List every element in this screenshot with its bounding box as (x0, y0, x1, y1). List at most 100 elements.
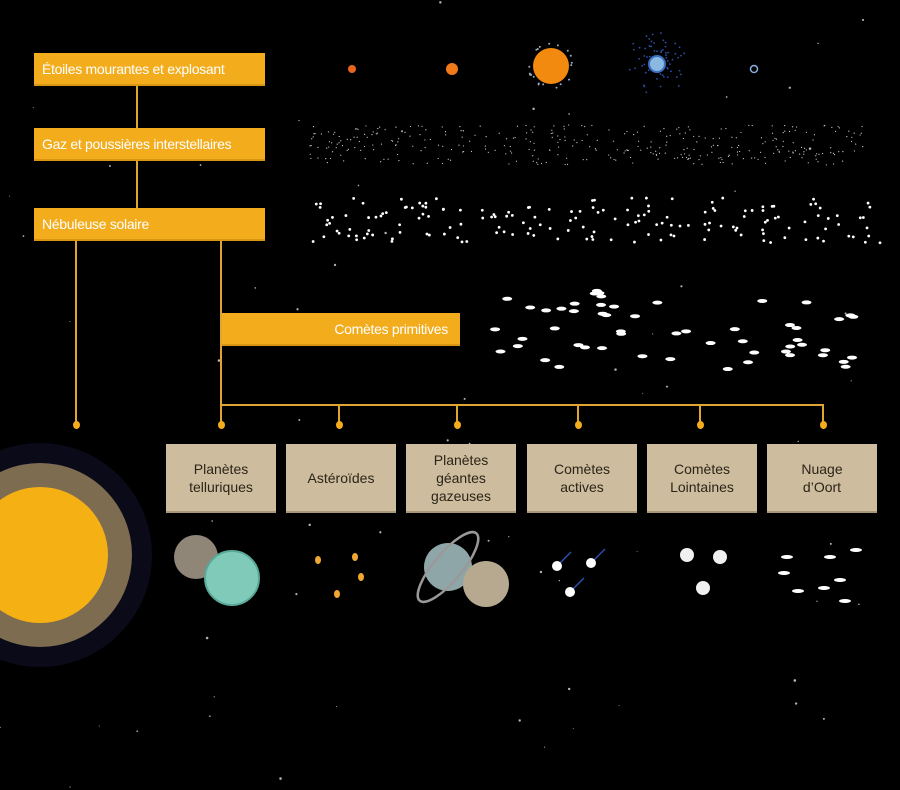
nebula-particle (662, 39, 665, 42)
nebula-grain (344, 214, 348, 217)
nebula-grain (495, 231, 499, 235)
nebula-grain (448, 226, 452, 229)
dust-particle (830, 147, 832, 149)
dust-particle (346, 149, 348, 152)
primitive-comet (568, 309, 579, 314)
dust-particle (623, 152, 625, 154)
dust-particle (514, 137, 516, 139)
nebula-grain (777, 215, 780, 219)
dust-particle (689, 157, 691, 159)
primitive-comet (785, 344, 796, 349)
oort-cloud-object (778, 571, 790, 575)
dust-particle (658, 152, 661, 155)
primitive-comet (637, 354, 648, 359)
dust-particle (460, 130, 462, 132)
nebula-grain (574, 216, 578, 220)
primitive-comet (609, 304, 620, 309)
dust-particle (789, 156, 791, 159)
nebula-grain (647, 204, 650, 208)
primitive-comet (549, 326, 560, 331)
dust-particle (532, 155, 534, 157)
star-debris (568, 78, 571, 81)
nebula-particle (664, 45, 667, 48)
primitive-comet (525, 305, 536, 310)
node-dot (73, 421, 80, 429)
dust-particle (687, 126, 689, 128)
dust-particle (503, 145, 506, 147)
dust-particle (537, 163, 539, 166)
background-star (254, 287, 257, 289)
primitive-comet (784, 323, 795, 328)
background-star (209, 715, 211, 717)
dust-particle (365, 125, 367, 127)
background-star (794, 702, 798, 705)
oort-cloud-object (781, 555, 793, 559)
dust-particle (309, 145, 311, 147)
outcome-label: géantes (436, 469, 486, 486)
star-debris (542, 83, 545, 86)
background-star (734, 190, 736, 192)
dust-particle (567, 124, 570, 126)
dust-particle (842, 151, 844, 153)
dust-particle (341, 145, 344, 147)
nebula-grain (556, 237, 560, 241)
dust-particle (608, 129, 610, 131)
primitive-comet (834, 317, 845, 322)
dust-particle (689, 129, 691, 131)
star-debris (538, 45, 541, 48)
dust-particle (549, 149, 551, 151)
connector-line-horizontal (220, 404, 824, 406)
dust-particle (805, 131, 808, 133)
outcome-label: Planètes (193, 460, 249, 477)
primitive-comet (845, 313, 856, 318)
nebula-particle (661, 48, 664, 51)
star-debris (548, 42, 551, 45)
nebula-grain (322, 235, 326, 239)
nebula-grain (458, 208, 462, 212)
dust-particle (696, 141, 698, 143)
dust-particle (800, 146, 803, 148)
nebula-grain (762, 239, 766, 243)
nebula-particle (656, 50, 658, 53)
dust-particle (509, 150, 512, 152)
planet-ring (416, 530, 480, 604)
nebula-grain (710, 200, 714, 204)
dust-particle (526, 132, 528, 134)
dust-particle (540, 162, 543, 165)
dust-particle (450, 148, 453, 151)
dust-particle (823, 125, 825, 127)
nebula-particle (646, 56, 648, 58)
primitive-comet (791, 325, 802, 330)
dust-particle (563, 125, 565, 127)
dust-particle (573, 139, 575, 141)
dust-particle (803, 151, 805, 153)
nebula-grain (711, 206, 715, 210)
background-star (829, 542, 832, 545)
dust-particle (487, 151, 489, 153)
nebula-grain (379, 214, 383, 218)
dust-particle (419, 134, 421, 136)
dust-particle (505, 153, 507, 155)
dust-particle (384, 129, 386, 131)
background-star (298, 119, 300, 122)
nebula-grain (465, 240, 469, 243)
dust-particle (682, 137, 685, 140)
dust-particle (850, 140, 853, 143)
dust-particle (391, 139, 393, 142)
dust-particle (462, 150, 465, 153)
dust-particle (445, 134, 447, 136)
background-star (539, 570, 543, 574)
dust-particle (398, 159, 400, 162)
dust-particle (533, 149, 536, 151)
nebula-particle (677, 56, 680, 59)
nebula-grain (497, 225, 501, 229)
outcome-label: telluriques (189, 478, 253, 495)
dust-particle (679, 133, 681, 135)
nebula-grain (538, 223, 542, 227)
dust-particle (794, 129, 796, 131)
dust-particle (357, 128, 359, 130)
dust-particle (356, 136, 358, 138)
nebula-particle (644, 47, 647, 50)
background-star (568, 113, 570, 115)
background-star (822, 717, 825, 720)
